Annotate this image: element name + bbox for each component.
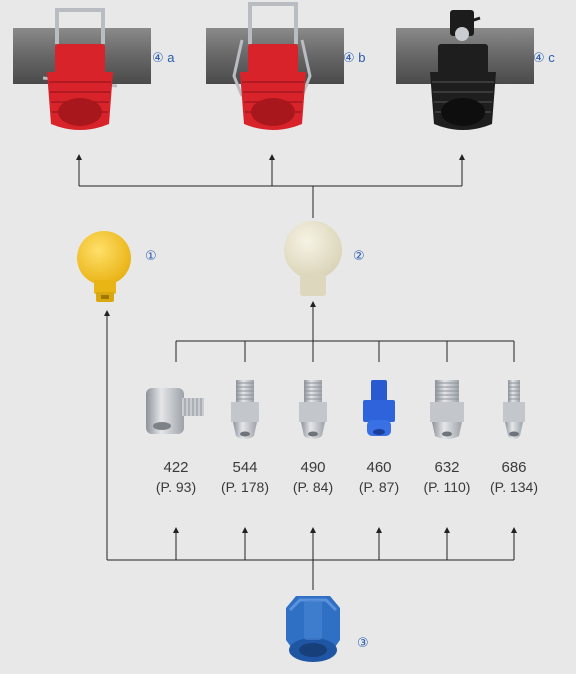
clip-adapter-red-a bbox=[13, 8, 151, 130]
nozzle-page-ref: (P. 84) bbox=[292, 479, 334, 496]
nozzle-632-caption: 632 (P. 110) bbox=[412, 458, 482, 497]
nozzle-code: 544 bbox=[232, 459, 258, 476]
ball-joint-beige bbox=[284, 221, 342, 296]
ball-joint-yellow bbox=[77, 231, 131, 302]
wire-clip bbox=[55, 8, 105, 44]
nozzle-page-ref: (P. 110) bbox=[423, 479, 471, 496]
clip-adapter-black-c bbox=[396, 10, 534, 130]
nozzle-page-ref: (P. 87) bbox=[358, 479, 400, 496]
ball-joint-2-neck bbox=[300, 274, 326, 296]
nozzle-page-ref: (P. 178) bbox=[221, 479, 269, 496]
nozzle-686-caption: 686 (P. 134) bbox=[479, 458, 549, 497]
nozzles-row bbox=[146, 380, 525, 439]
nozzle-code: 422 bbox=[163, 459, 189, 476]
nozzle-code: 632 bbox=[434, 459, 460, 476]
clamp-screw-head bbox=[455, 27, 469, 41]
nozzle-tip bbox=[301, 422, 325, 439]
nozzle-460-caption: 460 (P. 87) bbox=[344, 458, 414, 497]
nozzle-code: 490 bbox=[300, 459, 326, 476]
adapter-4c-label: ④ c bbox=[533, 50, 555, 65]
nozzle-632 bbox=[430, 380, 464, 439]
nozzle-544 bbox=[231, 380, 259, 439]
nozzle-544-caption: 544 (P. 178) bbox=[210, 458, 280, 497]
ball-joint-2-label: ② bbox=[353, 248, 365, 263]
nozzle-page-ref: (P. 93) bbox=[155, 479, 197, 496]
adapter-4b-label: ④ b bbox=[343, 50, 366, 65]
nozzle-code: 686 bbox=[501, 459, 527, 476]
clip-adapters-row bbox=[13, 2, 534, 130]
adapter-4a-label: ④ a bbox=[152, 50, 175, 65]
ball-joint-2-sphere bbox=[284, 221, 342, 279]
ball-joint-1-neck bbox=[94, 280, 116, 294]
adapter-body bbox=[55, 44, 105, 74]
nozzle-490 bbox=[299, 380, 327, 439]
nozzle-hex bbox=[503, 402, 525, 422]
ball-joint-1-label: ① bbox=[145, 248, 157, 263]
nozzle-490-caption: 490 (P. 84) bbox=[278, 458, 348, 497]
connector-lines bbox=[76, 154, 517, 590]
nozzle-hex bbox=[299, 402, 327, 422]
nozzle-hex bbox=[231, 402, 259, 422]
nozzle-code: 460 bbox=[366, 459, 392, 476]
nozzle-thread bbox=[371, 380, 387, 402]
nozzle-tip bbox=[233, 422, 257, 439]
nut-label: ③ bbox=[357, 635, 369, 650]
nozzle-page-ref: (P. 134) bbox=[490, 479, 538, 496]
nozzle-460 bbox=[363, 380, 395, 436]
ball-joint-1-sphere bbox=[77, 231, 131, 285]
clamp-screw-housing bbox=[450, 10, 474, 36]
nozzle-tip bbox=[432, 422, 462, 439]
blue-nut bbox=[286, 596, 340, 662]
clip-adapter-red-b bbox=[206, 2, 344, 130]
adapter-body bbox=[248, 44, 298, 74]
adapter-body bbox=[438, 44, 488, 74]
nozzle-422 bbox=[146, 388, 204, 434]
nozzle-body bbox=[363, 400, 395, 422]
nozzle-body bbox=[146, 388, 184, 434]
wire-clip bbox=[248, 2, 298, 44]
nozzle-hex bbox=[430, 402, 464, 422]
nozzle-686 bbox=[503, 380, 525, 439]
nozzle-422-caption: 422 (P. 93) bbox=[141, 458, 211, 497]
